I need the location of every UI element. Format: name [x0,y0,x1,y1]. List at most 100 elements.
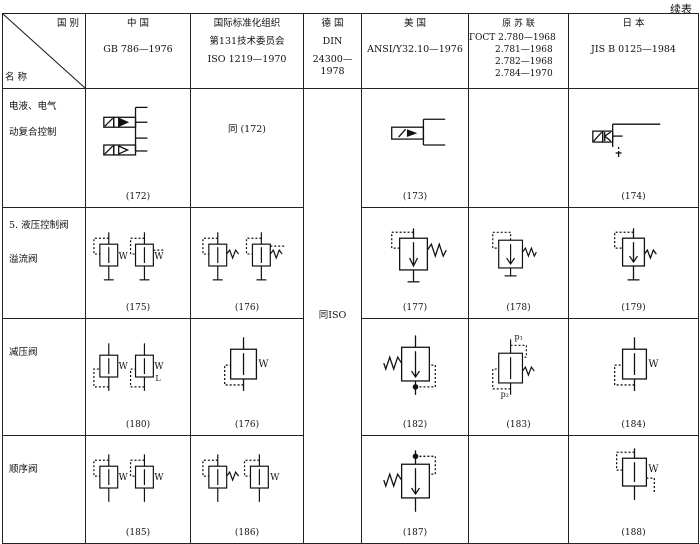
svg-text:W: W [648,464,659,475]
row-relief-valve: 5. 液压控制阀 溢流阀 W W (175) [2,207,699,319]
cell-r3-japan: W (184) [568,318,699,436]
corner-cell: 国 别 名 称 [2,13,86,89]
header-ussr-std1: ГОСТ 2.780—1968 [469,33,556,43]
header-iso-standard: ISO 1219—1970 [207,54,287,65]
symbol-number: (185) [125,528,151,538]
relief-valve-symbol [492,231,537,277]
svg-text:W: W [154,473,164,483]
symbol-number: (178) [506,303,531,313]
continuation-note: 续表 [670,3,692,16]
combined-control-symbol [592,123,661,157]
svg-text:L: L [155,374,161,383]
cell-germany-merged: 同ISO [303,88,362,544]
svg-text:p₂: p₂ [501,390,509,399]
symbol-number: (176) [234,303,260,313]
row-label: 顺序阀 [2,435,86,544]
header-ussr: 原 苏 联 ГОСТ 2.780—1968 2.781—1968 2.782—1… [468,13,569,89]
header-usa: 美 国 ANSI/Y32.10—1976 [361,13,469,89]
row-label-line2: 动复合控制 [9,127,57,138]
svg-text:W: W [119,252,129,262]
header-ussr-std3: 2.782—1968 [495,57,553,67]
same-as-note: 同 (172) [227,124,267,135]
cell-r4-usa: (187) [361,435,469,544]
header-china-name: 中 国 [126,18,150,29]
symbol-number: (187) [402,528,428,538]
svg-text:W: W [258,359,269,370]
row-label: 减压阀 [2,318,86,436]
reducing-valve-symbol [383,335,436,395]
symbol-number: (174) [621,192,646,202]
cell-r4-ussr [468,435,569,544]
combined-control-symbol [391,118,446,146]
cell-r1-china: (172) [85,88,191,208]
cell-r2-china: W W (175) [85,207,191,319]
svg-text:W: W [154,252,164,262]
header-ussr-std2: 2.781—1968 [495,45,553,55]
header-japan-standard: JIS B 0125—1984 [591,44,676,55]
comparison-table: 国 别 名 称 中 国 GB 786—1976 国际标准化组织 第131技术委员… [2,13,699,544]
relief-valve-symbol: W W [93,232,166,281]
header-germany-din: DIN [322,36,343,47]
cell-r3-ussr: p₁ p₂ (183) [468,318,569,436]
cell-r3-iso: W (176) [190,318,304,436]
header-iso-name: 国际标准化组织 [213,18,281,29]
symbol-number: (188) [621,528,646,538]
cell-r1-ussr [468,88,569,208]
header-japan-name: 日 本 [622,18,645,29]
same-as-iso-note: 同ISO [318,310,347,321]
svg-text:W: W [154,362,164,372]
header-germany: 德 国 DIN 24300—1978 [303,13,362,89]
symbol-number: (173) [402,192,428,202]
symbol-number: (180) [125,420,151,430]
cell-r4-china: W W (185) [85,435,191,544]
svg-text:W: W [119,362,129,372]
symbol-number: (175) [125,303,151,313]
relief-valve-symbol [202,232,286,281]
svg-text:W: W [119,473,129,483]
symbol-number: (172) [125,192,151,202]
cell-r3-china: W W L (180) [85,318,191,436]
reducing-valve-symbol: W [224,337,269,391]
symbol-number: (183) [506,420,531,430]
reducing-valve-symbol: W W L [93,343,164,391]
cell-r2-ussr: (178) [468,207,569,319]
header-china: 中 国 GB 786—1976 [85,13,191,89]
cell-r1-iso: 同 (172) [190,88,304,208]
row-label: 电液、电气 动复合控制 [2,88,86,208]
svg-text:W: W [270,473,280,483]
cell-r2-japan: (179) [568,207,699,319]
header-usa-standard: ANSI/Y32.10—1976 [367,44,463,55]
header-iso: 国际标准化组织 第131技术委员会 ISO 1219—1970 [190,13,304,89]
header-ussr-std4: 2.784—1970 [495,69,553,79]
header-ussr-name: 原 苏 联 [502,19,535,29]
header-iso-committee: 第131技术委员会 [209,36,285,47]
header-usa-name: 美 国 [403,18,427,29]
header-germany-standard: 24300—1978 [312,54,353,77]
header-japan: 日 本 JIS B 0125—1984 [568,13,699,89]
row-electro-hydraulic: 电液、电气 动复合控制 (172) 同 (172) 同ISO [2,88,699,544]
cell-r1-usa: (173) [361,88,469,208]
header-china-standard: GB 786—1976 [103,44,173,55]
relief-valve-symbol [391,228,447,283]
cell-r2-usa: (177) [361,207,469,319]
cell-r4-japan: W (188) [568,435,699,544]
header-germany-name: 德 国 [321,18,344,29]
svg-text:p₁: p₁ [515,332,523,341]
cell-r1-japan: (174) [568,88,699,208]
row-label: 5. 液压控制阀 溢流阀 [2,207,86,319]
symbol-number: (182) [402,420,428,430]
symbol-number: (184) [621,420,646,430]
reducing-valve-symbol: W [614,337,659,391]
combined-control-symbol [103,106,148,156]
relief-valve-symbol [614,228,657,281]
symbol-number: (186) [234,528,260,538]
reducing-valve-symbol: p₁ p₂ [492,332,535,399]
row-label-line1: 5. 液压控制阀 [9,220,69,231]
cell-r2-iso: (176) [190,207,304,319]
cell-r3-usa: (182) [361,318,469,436]
symbol-number: (177) [402,303,428,313]
cell-r4-iso: W (186) [190,435,304,544]
header-row: 国 别 名 称 中 国 GB 786—1976 国际标准化组织 第131技术委员… [2,13,699,89]
row-reducing-valve: 减压阀 W W L (180) [2,318,699,436]
name-label: 名 称 [5,72,28,83]
